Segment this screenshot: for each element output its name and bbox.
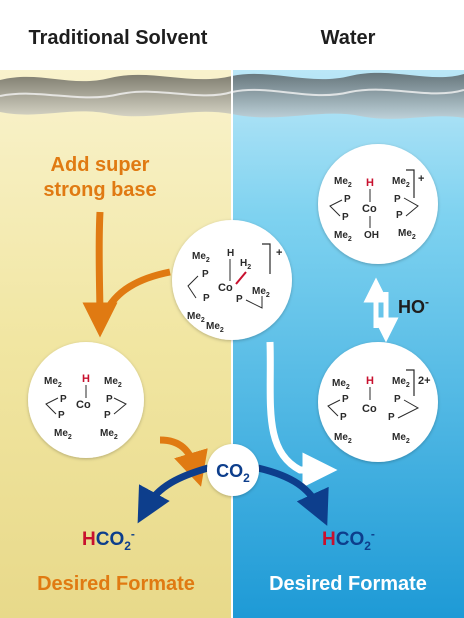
molecule-center: + Me2 P P Me2 Co H H2 P Me2 Me2: [172, 220, 292, 340]
orange-arrow-to-co2: [159, 436, 208, 487]
tr-bracket: [406, 169, 415, 198]
center-me2-right: Me2: [252, 286, 270, 299]
co2-label: CO2: [216, 461, 250, 485]
br-p-tl: P: [342, 394, 349, 405]
br-p-tr: P: [394, 394, 401, 405]
left-hydride: H: [82, 373, 90, 385]
center-h2-wedge: [235, 271, 247, 285]
left-me2-bl: Me2: [54, 428, 72, 441]
center-h2: H2: [240, 258, 251, 271]
br-charge: 2+: [418, 375, 431, 387]
tr-oh: OH: [364, 230, 379, 241]
molecule-left-circle: [28, 342, 144, 458]
co2-circle: [207, 444, 259, 496]
molecule-top-right-circle: [318, 144, 438, 264]
center-charge: +: [276, 247, 282, 259]
br-p-br: P: [388, 412, 395, 423]
hydroxide-label: HO-: [398, 295, 429, 317]
center-co: Co: [218, 282, 233, 294]
blue-arrow-right: [257, 464, 329, 526]
tr-charge: +: [418, 173, 424, 185]
molecule-left: H Co Me2 Me2 P P P P Me2 Me2: [28, 342, 144, 458]
left-p-tl: P: [60, 394, 67, 405]
tr-p-bl: P: [342, 212, 349, 223]
orange-arrow-merge: [100, 268, 171, 318]
molecule-center-circle: [172, 220, 292, 340]
br-bracket: [406, 369, 415, 396]
desired-formate-right: Desired Formate: [269, 573, 427, 595]
br-me2-br: Me2: [392, 432, 410, 445]
center-chelate-left: [187, 275, 199, 299]
left-p-br: P: [104, 410, 111, 421]
br-p-bl: P: [340, 412, 347, 423]
br-chelate-right: [397, 399, 420, 419]
tr-me2-bl: Me2: [334, 230, 352, 243]
header-band: [0, 0, 464, 70]
add-base-label-line2: strong base: [43, 179, 156, 201]
formate-left: HCO2-: [82, 527, 135, 553]
tr-hydride: H: [366, 177, 374, 189]
tr-chelate-right: [403, 197, 419, 217]
center-me2-bottom: Me2: [187, 311, 205, 324]
center-me2-lower: Me2: [206, 321, 224, 334]
center-p-bottom: P: [203, 293, 210, 304]
tr-me2-tr: Me2: [392, 176, 410, 189]
tr-p-br: P: [396, 210, 403, 221]
molecule-bottom-right-circle: [318, 342, 438, 462]
br-co: Co: [362, 403, 377, 415]
left-me2-tr: Me2: [104, 376, 122, 389]
orange-arrow-down: [82, 211, 118, 338]
br-hydride: H: [366, 375, 374, 387]
formate-right: HCO2-: [322, 527, 375, 553]
center-chelate-right: [245, 296, 263, 309]
left-co: Co: [76, 399, 91, 411]
tr-p-tr: P: [394, 194, 401, 205]
center-p-top: P: [202, 269, 209, 280]
br-me2-bl: Me2: [334, 432, 352, 445]
left-me2-tl: Me2: [44, 376, 62, 389]
desired-formate-left: Desired Formate: [37, 573, 195, 595]
br-me2-tr: Me2: [392, 376, 410, 389]
molecule-top-right: + H Co Me2 Me2 P P P P OH Me2 Me2: [318, 144, 438, 264]
molecule-bottom-right: 2+ H Co Me2 Me2 P P P P Me2 Me2: [318, 342, 438, 462]
left-p-tr: P: [106, 394, 113, 405]
left-chelate-left: [45, 397, 59, 415]
center-p-right: P: [236, 294, 243, 305]
center-me2-top: Me2: [192, 251, 210, 264]
left-p-bl: P: [58, 410, 65, 421]
white-arrow-to-co2: [266, 341, 338, 488]
header-left: Traditional Solvent: [29, 27, 208, 49]
left-chelate-right: [113, 397, 127, 415]
center-hydride: H: [227, 248, 234, 259]
tr-p-tl: P: [344, 194, 351, 205]
tr-me2-br: Me2: [398, 228, 416, 241]
tr-co: Co: [362, 203, 377, 215]
br-chelate-left: [327, 399, 341, 417]
center-bracket: [262, 243, 271, 274]
tr-chelate-left: [329, 199, 343, 217]
br-me2-tl: Me2: [332, 378, 350, 391]
tr-me2-tl: Me2: [334, 176, 352, 189]
blue-arrow-left: [137, 464, 209, 524]
add-base-label-line1: Add super: [51, 154, 150, 176]
left-me2-br: Me2: [100, 428, 118, 441]
header-right: Water: [321, 27, 376, 49]
